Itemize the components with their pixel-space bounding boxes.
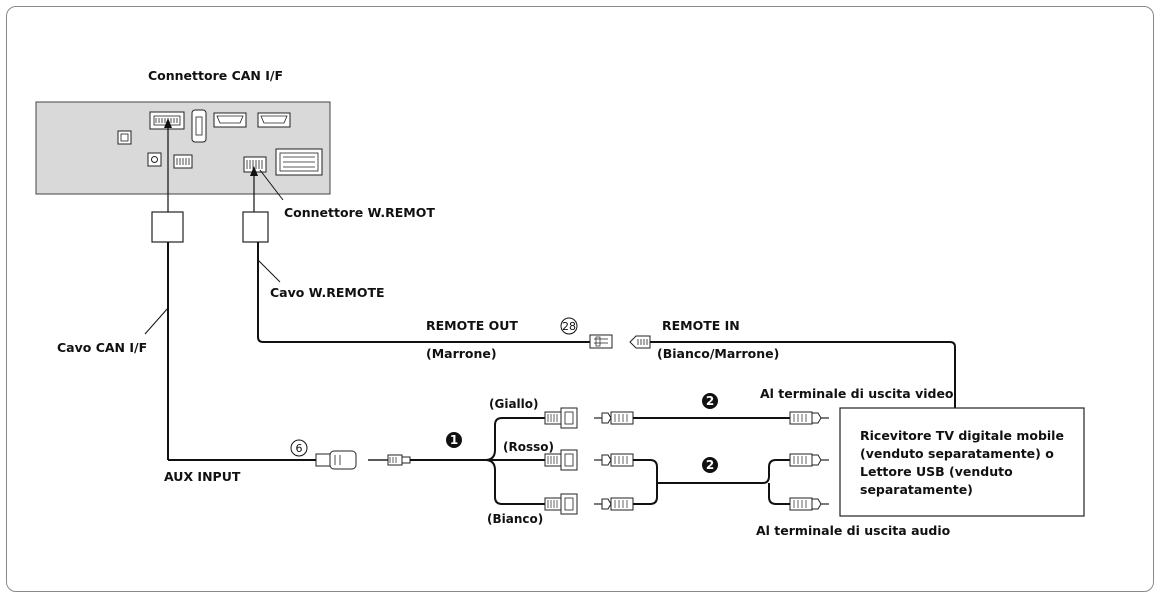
marker-2-audio: 2: [702, 457, 718, 473]
rca-white-plug: [544, 493, 578, 515]
marker-1: 1: [446, 432, 462, 448]
rca-audio-white-cable-left: [594, 497, 634, 511]
label-can-connector: Connettore CAN I/F: [148, 68, 283, 83]
rca-audio-red-cable-right: [789, 453, 829, 467]
rca-red-plug: [544, 449, 578, 471]
label-remote-in: REMOTE IN: [662, 318, 740, 333]
remote-out-connector: [589, 334, 613, 349]
marker-6: 6: [290, 439, 308, 457]
marker-2-video: 2: [702, 393, 718, 409]
device-line-3: Lettore USB (venduto: [860, 464, 1013, 479]
remote-in-connector: [629, 335, 651, 349]
device-line-1: Ricevitore TV digitale mobile: [860, 428, 1064, 443]
rca-audio-red-cable-left: [594, 453, 634, 467]
aux-female-jack: [315, 450, 357, 470]
label-white: (Bianco): [487, 512, 543, 526]
label-audio-terminal: Al terminale di uscita audio: [756, 523, 951, 538]
label-wremote-connector: Connettore W.REMOT: [284, 205, 435, 220]
device-line-4: separatamente): [860, 482, 973, 497]
label-red: (Rosso): [503, 440, 554, 454]
device-line-2: (venduto separatamente) o: [860, 446, 1054, 461]
rca-yellow-plug: [544, 407, 578, 429]
svg-text:28: 28: [562, 320, 576, 333]
wremote-connector-socket: [243, 156, 267, 173]
label-remote-out-color: (Marrone): [426, 346, 497, 361]
svg-text:2: 2: [706, 394, 714, 408]
label-video-terminal: Al terminale di uscita video: [760, 386, 954, 401]
marker-28: 28: [560, 317, 578, 335]
svg-text:1: 1: [450, 433, 458, 447]
label-wremote-cable: Cavo W.REMOTE: [270, 285, 385, 300]
rca-video-cable-left: [594, 411, 634, 425]
aux-male-plug: [368, 454, 411, 466]
diagram-frame: [6, 6, 1154, 592]
device-box: [839, 407, 1085, 517]
label-aux-input: AUX INPUT: [164, 469, 241, 484]
head-unit: [35, 101, 331, 195]
svg-text:2: 2: [706, 458, 714, 472]
svg-text:6: 6: [296, 442, 303, 455]
label-remote-in-color: (Bianco/Marrone): [657, 346, 779, 361]
label-yellow: (Giallo): [489, 397, 539, 411]
label-remote-out: REMOTE OUT: [426, 318, 518, 333]
label-can-cable: Cavo CAN I/F: [57, 340, 147, 355]
rca-video-cable-right: [789, 411, 829, 425]
rca-audio-white-cable-right: [789, 497, 829, 511]
